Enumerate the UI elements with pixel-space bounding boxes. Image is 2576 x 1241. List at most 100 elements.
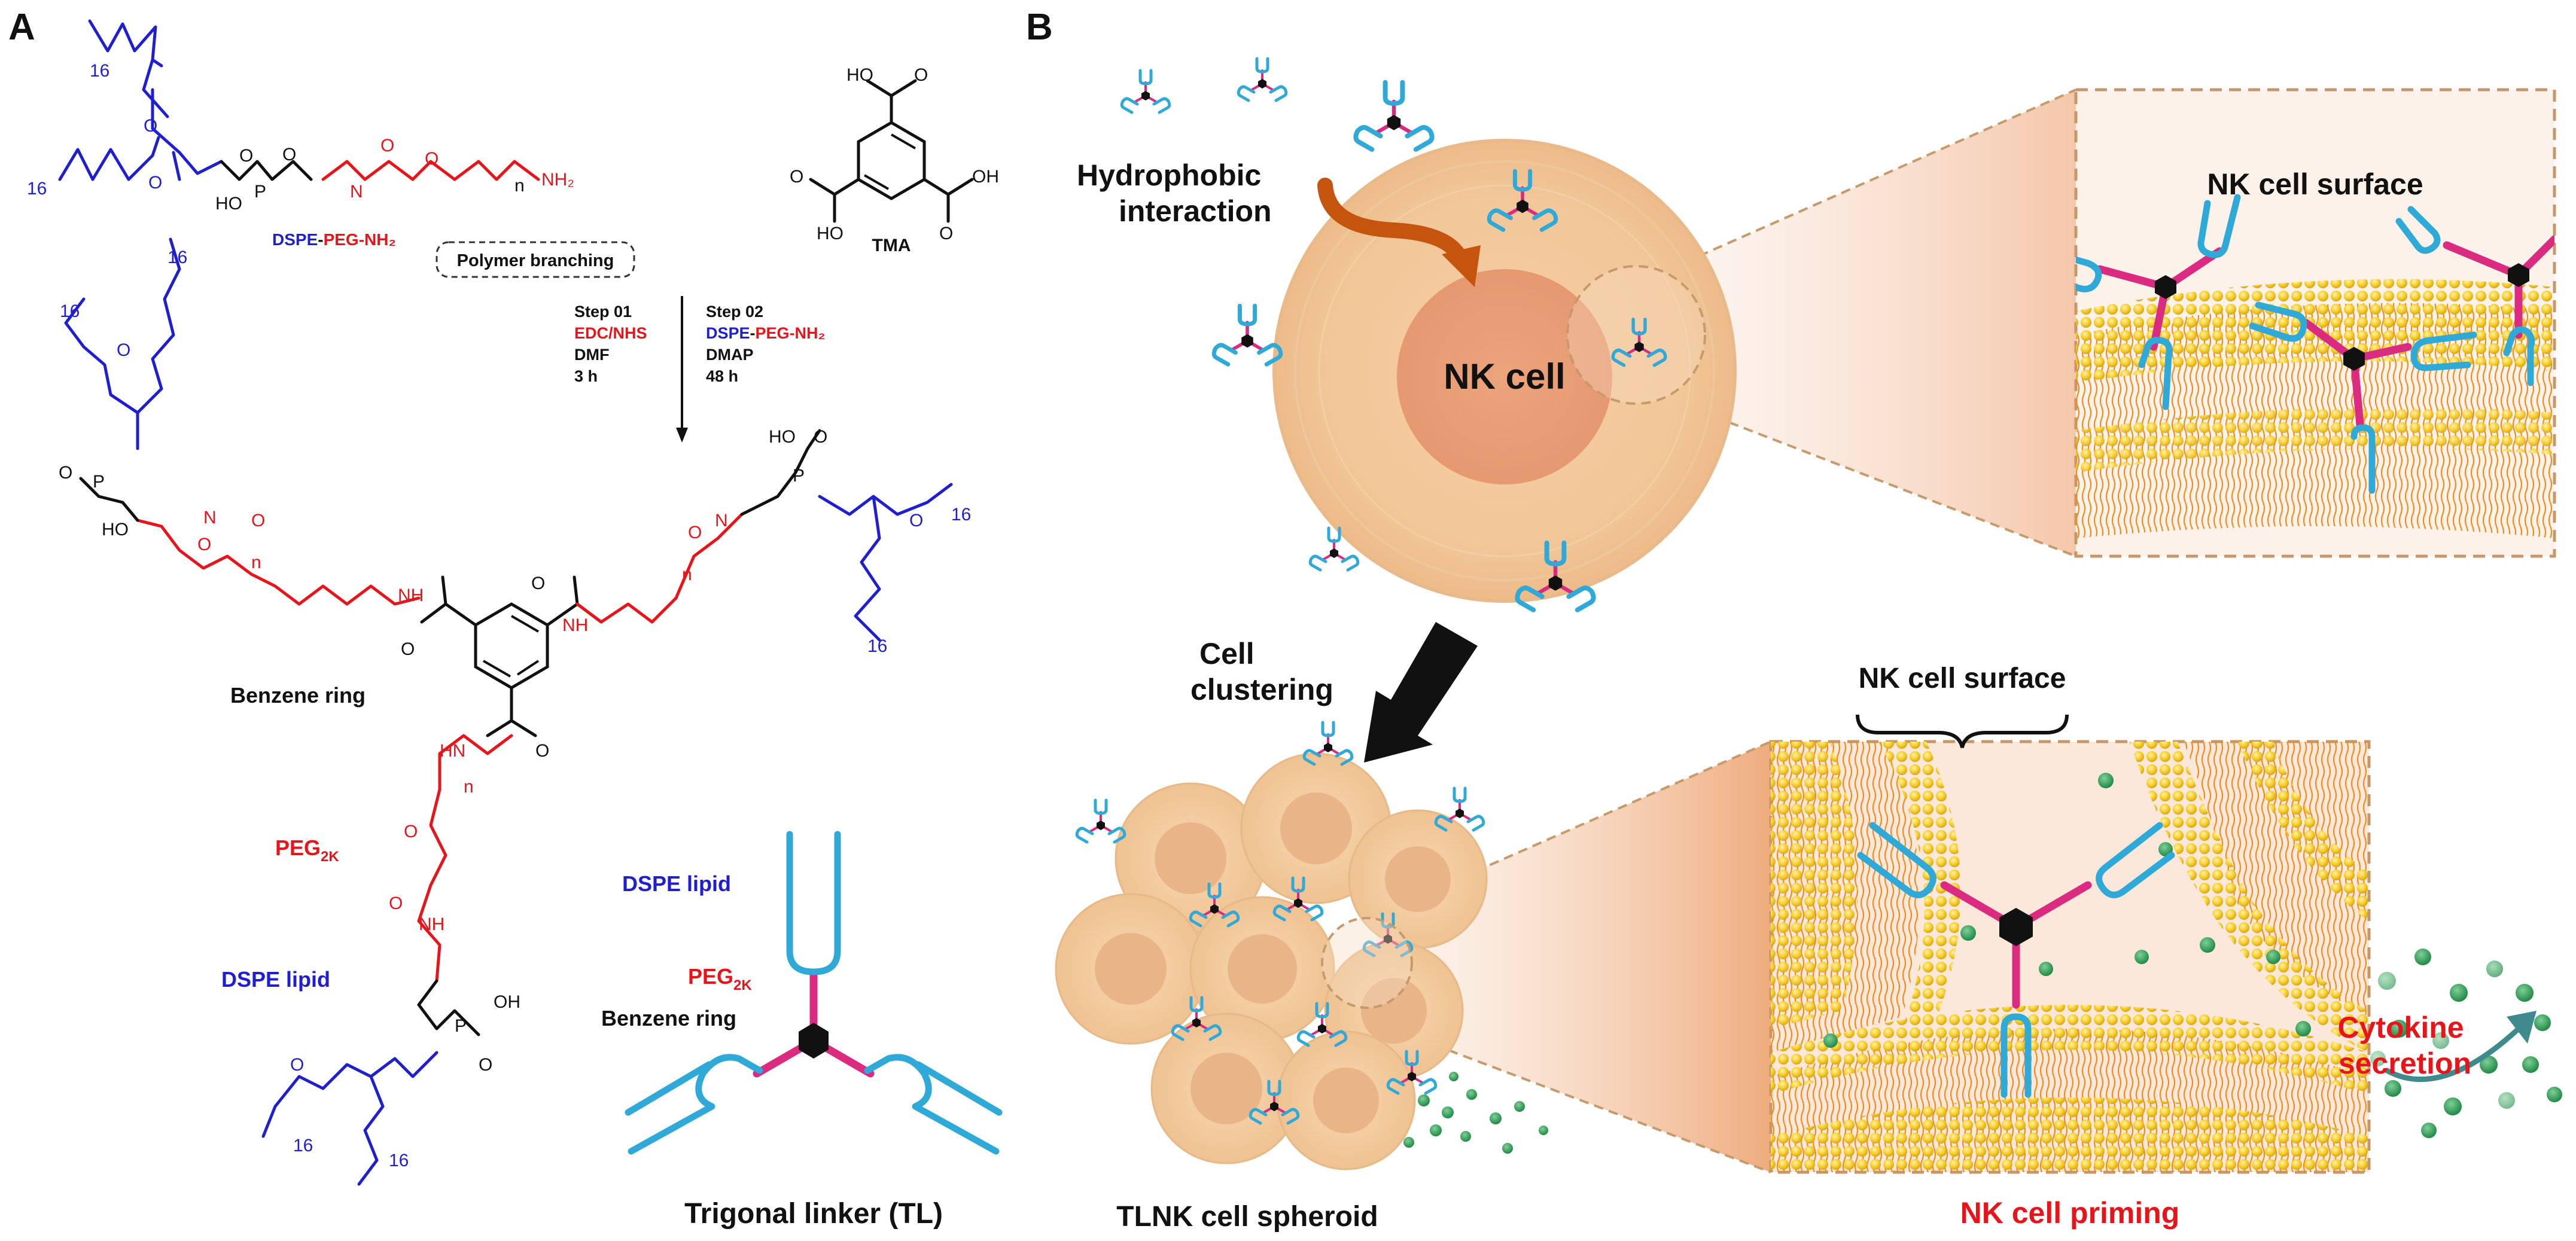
tl-o-blue-right: O <box>909 511 923 530</box>
tma-o-1: O <box>914 65 928 85</box>
tl-ho-right: HO <box>769 427 796 447</box>
reaction-steps: Step 01 EDC/NHS DMF 3 h Step 02 DSPE-PEG… <box>574 296 826 443</box>
panel-b-letter: B <box>1026 7 1053 48</box>
svg-text:PEG2K: PEG2K <box>275 836 339 865</box>
schematic-label-dspe-lipid: DSPE lipid <box>622 871 731 896</box>
tl-sub16-bottom-a: 16 <box>293 1136 313 1155</box>
tl-schematic-lipid-left <box>625 1054 763 1155</box>
tma-label: TMA <box>872 236 911 255</box>
polymer-branching-label: Polymer branching <box>457 251 614 270</box>
svg-text:DSPE-PEG-NH₂: DSPE-PEG-NH₂ <box>706 324 826 342</box>
tl-oh-bottom: OH <box>494 992 520 1012</box>
tl-o-right: O <box>814 427 827 447</box>
brace-icon <box>1856 714 2069 748</box>
reagent-nh-n: N <box>350 182 363 202</box>
tl-o-red-bottom2: O <box>389 894 403 913</box>
reagent-n: n <box>514 176 525 196</box>
tl-schematic-lipid-right <box>864 1054 1003 1155</box>
tl-p-right: P <box>793 466 805 486</box>
bridging-linker <box>1857 822 2175 1098</box>
schematic-label-peg2k: PEG <box>688 964 733 989</box>
tl-o-red-bottom: O <box>404 822 418 841</box>
zoom-circle-bottom <box>1321 917 1413 1009</box>
hydrophobic-interaction: Hydrophobic interaction <box>1077 158 1481 287</box>
cytokine-dots <box>2370 949 2562 1138</box>
tl-n-left: n <box>251 553 261 572</box>
dspe-sub-16-a: 16 <box>90 61 109 81</box>
step01-time: 3 h <box>574 367 598 385</box>
tl-o-top: O <box>531 574 545 593</box>
tl-o-bottom-p: O <box>479 1055 492 1075</box>
tma-o-3: O <box>939 224 953 243</box>
nk-cell-label: NK cell <box>1444 356 1565 397</box>
tl-o-left: O <box>401 639 415 659</box>
nk-cell-surface-bottom-label: NK cell surface <box>1859 663 2066 694</box>
svg-text:PEG2K: PEG2K <box>688 964 752 993</box>
zoom-cone-top <box>1642 90 2076 556</box>
dspe-sub-16-b: 16 <box>27 179 47 199</box>
step02-peg: PEG <box>756 324 790 342</box>
cell-clustering-line1: Cell <box>1199 637 1254 670</box>
membrane-linker <box>2395 206 2554 386</box>
benzene-hexagon-icon <box>799 1023 829 1059</box>
schematic-label-peg2k-sub: 2K <box>733 977 752 993</box>
spheroid-caption: TLNK cell spheroid <box>1116 1201 1378 1233</box>
dspe-peg-nh2-structure: O O 16 16 O P HO O N O O n NH₂ DSPE-PEG-… <box>27 19 574 249</box>
cell-clustering-line2: clustering <box>1190 673 1333 706</box>
tl-o-red-left: O <box>197 535 211 554</box>
cytokine-line2: secretion <box>2339 1047 2471 1080</box>
dspe-o-2: O <box>148 173 162 193</box>
reagent-o-5: O <box>380 136 394 155</box>
nk-cell: NK cell <box>1272 139 1737 603</box>
tl-n-bottom: n <box>464 777 474 797</box>
tl-o-p-left: O <box>59 463 72 483</box>
curved-arrow-icon <box>1317 178 1467 265</box>
reagent-o-3: O <box>239 146 253 166</box>
free-linker <box>1214 306 1280 364</box>
schematic-caption: Trigonal linker (TL) <box>684 1198 943 1230</box>
spheroid-cytokines <box>1403 1072 1548 1154</box>
tma-ho-2: HO <box>817 224 844 243</box>
tl-nh-bottom: NH <box>419 914 444 934</box>
svg-text:Cell clustering: Cell clustering <box>1190 637 1333 706</box>
tl-sub16-right-b: 16 <box>867 636 887 656</box>
tl-p-left: P <box>93 472 105 492</box>
cytokine-line1: Cytokine <box>2337 1011 2464 1044</box>
hydrophobic-line2: interaction <box>1119 194 1272 228</box>
step02-time: 48 h <box>706 367 738 385</box>
tl-o-red-left2: O <box>251 511 265 530</box>
tl-nh-left: NH <box>398 586 424 605</box>
zoom-box-top: NK cell surface <box>2074 88 2556 558</box>
reagent-ho: HO <box>215 194 242 214</box>
tl-chemical-structure: O O O NH n O O N P O HO O 16 16 NH n O N… <box>59 237 971 1186</box>
spheroid-linker <box>1077 800 1125 842</box>
tl-hn-left: N <box>203 508 217 527</box>
label-dspe-lipid: DSPE lipid <box>221 967 330 992</box>
svg-text:Cytokine secretion: Cytokine secretion <box>2337 1011 2472 1080</box>
free-linker <box>1238 59 1286 100</box>
tl-ho-left: HO <box>102 520 129 539</box>
tma-o-2: O <box>790 167 803 187</box>
priming-caption: NK cell priming <box>1960 1196 2180 1230</box>
nk-nucleus <box>1397 269 1612 484</box>
label-peg2k-sub: 2K <box>321 849 339 865</box>
reagent-p: P <box>254 182 266 202</box>
tl-o-blue-bottom: O <box>290 1055 304 1075</box>
tma-oh: OH <box>972 167 999 187</box>
reagent-o-6: O <box>425 149 439 169</box>
tma-ho-1: HO <box>847 65 873 85</box>
cytokines-in-box <box>1823 773 2311 1048</box>
svg-text:DSPE-PEG-NH₂: DSPE-PEG-NH₂ <box>272 230 396 249</box>
dspe-o-1: O <box>144 116 157 136</box>
tl-sub16-bottom-b: 16 <box>389 1151 409 1170</box>
tl-sub16-left-b: 16 <box>168 248 187 267</box>
zoom-box-bottom: NK cell surface NK cell priming <box>1769 663 2371 1230</box>
panel-b: B NK cell Hydroph <box>1026 7 2562 1233</box>
reagent-label-dspe: DSPE <box>272 230 318 249</box>
membrane-linker <box>2076 194 2241 410</box>
step02-dspe: DSPE <box>706 324 750 342</box>
step01-reagent: EDC/NHS <box>574 324 647 342</box>
membrane-linker <box>2249 301 2477 494</box>
cytokine-secretion: Cytokine secretion <box>2337 949 2562 1138</box>
